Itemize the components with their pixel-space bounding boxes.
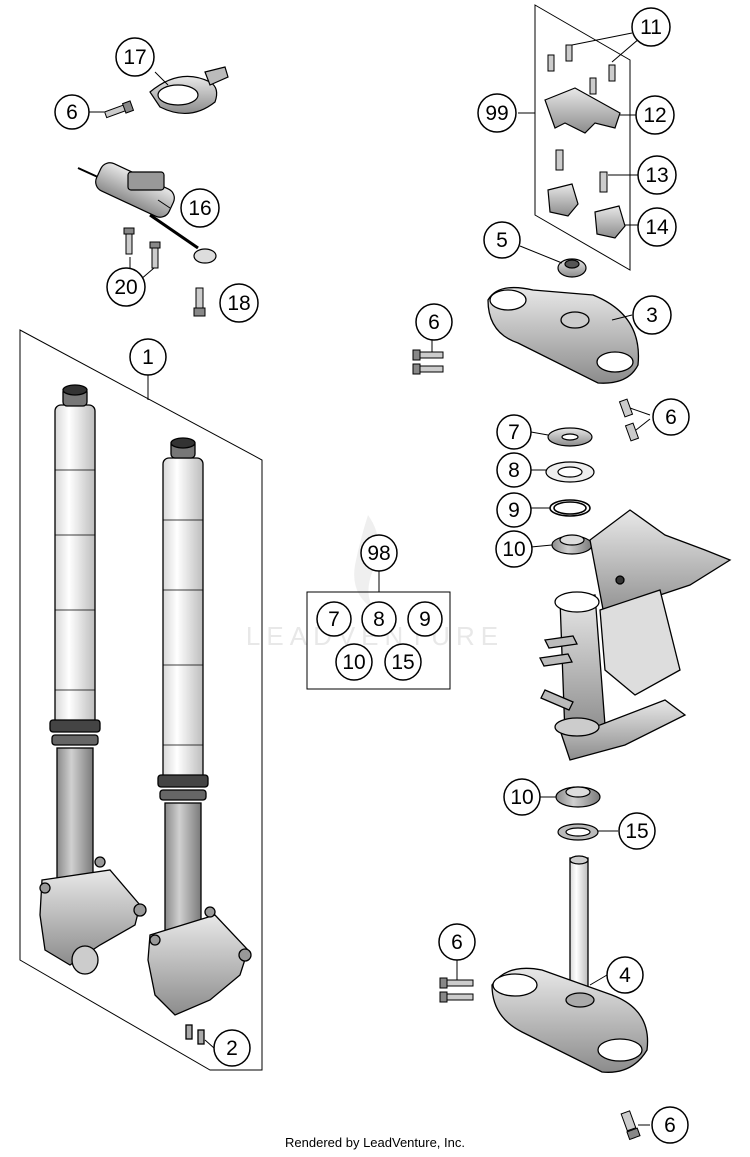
svg-text:5: 5 [496, 229, 508, 252]
bolts-20 [123, 227, 161, 269]
svg-text:98: 98 [367, 542, 390, 565]
callout-14[interactable]: 14 [637, 207, 677, 247]
callout-99[interactable]: 99 [477, 93, 517, 133]
bolt-18 [193, 287, 206, 317]
callout-8[interactable]: 8 [496, 452, 532, 488]
callout-4[interactable]: 4 [606, 956, 644, 994]
seal-9 [549, 499, 591, 517]
kit-98-item-8[interactable]: 8 [361, 601, 397, 637]
svg-text:7: 7 [508, 421, 520, 444]
callout-98[interactable]: 98 [360, 534, 398, 572]
svg-text:1: 1 [142, 346, 154, 369]
handlebar-kit-box [534, 4, 631, 271]
bolts-6-upper-left [412, 349, 444, 375]
fork-leg-right [147, 437, 252, 1045]
svg-text:15: 15 [625, 820, 648, 843]
svg-text:18: 18 [227, 292, 250, 315]
svg-text:10: 10 [510, 786, 533, 809]
callout-13[interactable]: 13 [637, 155, 677, 195]
seal-15 [557, 823, 599, 841]
callout-6[interactable]: 6 [54, 94, 90, 130]
svg-text:4: 4 [619, 964, 631, 987]
bolts-6-lower-left [439, 977, 474, 1003]
upper-triple-clamp-3 [487, 286, 640, 384]
callout-10[interactable]: 10 [495, 530, 533, 568]
ring-8 [545, 461, 595, 483]
svg-text:13: 13 [645, 164, 668, 187]
footer-credit: Rendered by LeadVenture, Inc. [285, 1135, 465, 1150]
callout-11[interactable]: 11 [631, 7, 671, 47]
svg-text:8: 8 [508, 459, 520, 482]
svg-text:14: 14 [645, 216, 669, 239]
bolt-6-bottom [620, 1110, 641, 1141]
callout-9[interactable]: 9 [496, 492, 532, 528]
bearing-10-lower [555, 786, 601, 808]
svg-text:8: 8 [373, 608, 385, 631]
clamp-halves-14 [547, 183, 626, 239]
bolts-13 [555, 149, 608, 193]
fork-assembly-box [19, 329, 263, 1071]
callouts: 17 6 16 20 18 11 99 12 13 14 5 3 6 6 1 7… [54, 7, 690, 1144]
bolts-11 [547, 44, 616, 95]
callout-18[interactable]: 18 [219, 283, 259, 323]
svg-text:15: 15 [391, 651, 414, 674]
bolts-6-upper-right [618, 398, 640, 442]
svg-text:6: 6 [66, 101, 78, 124]
callout-7[interactable]: 7 [496, 414, 532, 450]
svg-text:6: 6 [664, 1114, 676, 1137]
svg-text:20: 20 [114, 276, 137, 299]
svg-text:17: 17 [123, 46, 146, 69]
svg-text:3: 3 [646, 304, 658, 327]
svg-text:10: 10 [342, 651, 365, 674]
callout-20[interactable]: 20 [106, 267, 146, 307]
svg-text:2: 2 [226, 1037, 238, 1060]
callout-3[interactable]: 3 [632, 295, 672, 335]
callout-12[interactable]: 12 [635, 95, 675, 135]
nut-5 [557, 258, 587, 278]
frame-section [539, 509, 732, 761]
callout-16[interactable]: 16 [180, 188, 220, 228]
callout-2[interactable]: 2 [213, 1029, 251, 1067]
kit-98-item-15[interactable]: 15 [384, 643, 422, 681]
kit-98-item-7[interactable]: 7 [316, 601, 352, 637]
bearing-10-upper [551, 534, 593, 555]
svg-text:16: 16 [188, 197, 211, 220]
bolt-6-top [103, 100, 135, 119]
callout-15[interactable]: 15 [618, 812, 656, 850]
svg-text:9: 9 [419, 608, 431, 631]
kit-98-item-9[interactable]: 9 [407, 601, 443, 637]
callout-10[interactable]: 10 [503, 778, 541, 816]
fork-leg-left [39, 384, 147, 975]
svg-text:7: 7 [328, 608, 340, 631]
clamp-part-17 [149, 66, 229, 114]
kit-98-box [306, 591, 451, 690]
callout-5[interactable]: 5 [483, 221, 521, 259]
svg-text:11: 11 [640, 16, 662, 39]
svg-text:9: 9 [508, 499, 520, 522]
lower-triple-clamp-4 [491, 855, 649, 1073]
svg-text:12: 12 [643, 104, 666, 127]
callout-6[interactable]: 6 [652, 398, 690, 436]
callout-6[interactable]: 6 [651, 1106, 689, 1144]
svg-text:6: 6 [665, 406, 677, 429]
handlebar-clamp-12 [544, 87, 621, 134]
callout-1[interactable]: 1 [129, 338, 167, 376]
svg-text:99: 99 [485, 102, 508, 125]
callout-6[interactable]: 6 [415, 303, 453, 341]
callout-17[interactable]: 17 [115, 37, 155, 77]
steering-damper-16 [77, 162, 217, 264]
bearing-7 [547, 427, 593, 447]
svg-text:10: 10 [502, 538, 525, 561]
kit-98-item-10[interactable]: 10 [335, 643, 373, 681]
svg-text:6: 6 [451, 931, 463, 954]
svg-text:6: 6 [428, 311, 440, 334]
callout-6[interactable]: 6 [438, 923, 476, 961]
